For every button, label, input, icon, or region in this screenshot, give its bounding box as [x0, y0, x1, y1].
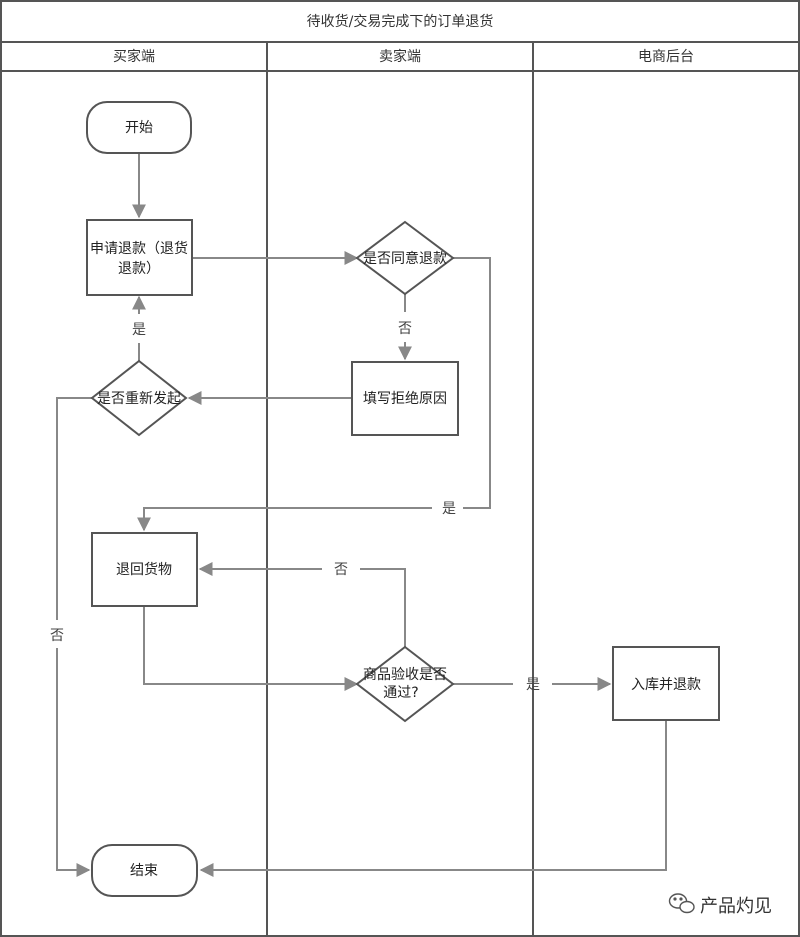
diagram-title: 待收货/交易完成下的订单退货 [307, 13, 494, 30]
node-fill-reason-label: 填写拒绝原因 [363, 391, 447, 407]
node-inspect-label-line1: 商品验收是否 [363, 667, 447, 683]
node-end-label: 结束 [130, 863, 158, 879]
edge-label-agree-no: 否 [398, 321, 412, 337]
node-apply-label-line1: 申请退款（退货 [90, 240, 188, 257]
lane-header-platform: 电商后台 [638, 49, 694, 65]
node-inspect-label-line2: 通过? [383, 685, 418, 701]
lane-header-buyer: 买家端 [113, 48, 155, 65]
watermark: 产品灼见 [668, 893, 772, 917]
node-reapply-label: 是否重新发起 [97, 391, 181, 407]
edge-agree-return [453, 257, 491, 509]
node-apply-label-line2: 退款） [118, 261, 160, 277]
edge-label-agree-yes: 是 [442, 501, 456, 517]
node-reapply-shape [90, 359, 188, 437]
node-stock-label: 入库并退款 [631, 677, 701, 693]
node-end-shape [91, 844, 198, 897]
node-agree-label: 是否同意退款 [363, 250, 447, 267]
node-start-label: 开始 [125, 120, 153, 136]
node-return-label: 退回货物 [116, 561, 172, 578]
edge-agree-return-arrow [137, 507, 432, 532]
edge-label-inspect-no: 否 [334, 562, 348, 578]
edge-label-reapply-no: 否 [50, 628, 64, 644]
node-stock-shape [612, 646, 720, 721]
node-start-shape [86, 101, 192, 154]
edges [56, 153, 667, 877]
edge-inspect-return [360, 568, 406, 647]
edge-return-inspect [143, 606, 359, 691]
edge-label-inspect-yes: 是 [526, 677, 540, 693]
node-inspect-shape [355, 645, 455, 723]
edge-label-reapply-yes: 是 [132, 322, 146, 338]
node-return-shape [91, 532, 198, 607]
node-agree-shape [355, 220, 455, 296]
edge-reapply-end-arrow [56, 648, 91, 877]
node-fill-reason-shape [351, 361, 459, 436]
edge-reapply-end [56, 397, 92, 620]
node-apply-shape [86, 219, 193, 296]
wechat-icon [668, 893, 695, 914]
watermark-text: 产品灼见 [700, 896, 772, 917]
edge-stock-end [199, 720, 667, 877]
lane-header-seller: 卖家端 [379, 48, 421, 65]
